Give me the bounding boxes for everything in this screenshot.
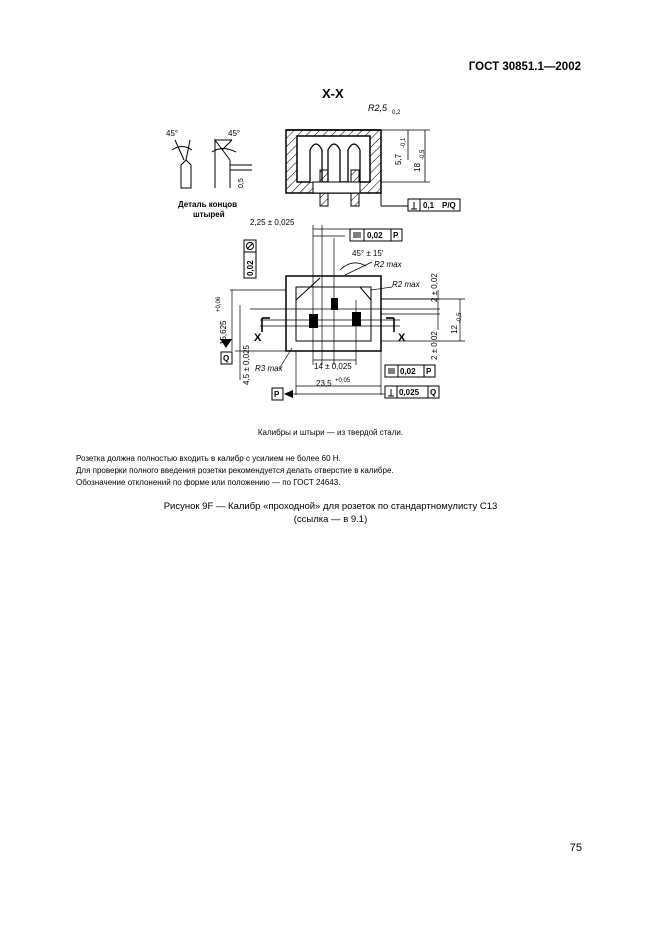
pos-tol: 0,02 (246, 260, 255, 276)
figure-caption: Рисунок 9F — Калибр «проходной» для розе… (0, 500, 661, 526)
perp-ref-bottom: Q (430, 388, 436, 397)
datum-p: P (274, 390, 280, 399)
perp-tol-bottom: 0,025 (399, 388, 420, 397)
dim-12-tol: -0,5 (457, 312, 463, 323)
perp-ref-top: P/Q (442, 201, 456, 210)
note-line-2: Для проверки полного введения розетки ре… (76, 466, 394, 475)
r3max-label: R3 max (255, 364, 284, 373)
caption-line-2: (ссылка — в 9.1) (293, 514, 368, 525)
dim-15-625-tol: +0,06 (216, 296, 222, 312)
note-line-3: Обозначение отклонений по форме или поло… (76, 478, 341, 487)
dim-2-bottom: 2 ± 0,02 (430, 331, 439, 360)
pin-left (309, 314, 318, 328)
sym-ref-top: P (393, 231, 399, 240)
radius-top-tol: 0,2 (392, 110, 401, 116)
dim-12: 12 (450, 325, 459, 334)
section-body (285, 129, 382, 207)
perp-tol-top: 0,1 (423, 201, 435, 210)
datum-p-box (271, 387, 284, 401)
standard-header: ГОСТ 30851.1—2002 (468, 61, 581, 73)
dim-23-5: 23,5 (316, 379, 332, 388)
dim-18: 18 (413, 163, 422, 172)
dim-0-5: 0,5 (238, 178, 245, 188)
r2max-label-1: R2 max (374, 260, 403, 269)
datum-q: Q (223, 354, 229, 363)
plan-outer (285, 275, 382, 352)
dim-2-top: 2 ± 0,02 (430, 273, 439, 302)
sym-frame-bottom (384, 364, 436, 378)
section-mark-left: X (254, 332, 262, 344)
perp-frame-bottom (384, 385, 440, 399)
angle-right: 45° (228, 129, 240, 138)
pin-right (352, 312, 361, 326)
pos-frame (243, 239, 257, 279)
angle-left: 45° (166, 129, 178, 138)
dim-5-7-tol: -0,1 (401, 137, 407, 148)
section-title: X-X (322, 86, 344, 101)
r2max-label-2: R2 max (392, 280, 421, 289)
pin-detail (171, 138, 252, 189)
dim-5-7: 5,7 (394, 153, 403, 165)
dim-23-5-tol: +0,05 (335, 378, 351, 384)
datum-q-box (220, 351, 233, 365)
dim-15-625: 15,625 (219, 320, 228, 345)
angle-45-15: 45° ± 15' (352, 249, 384, 258)
section-mark-right: X (398, 332, 406, 344)
dim-2-25: 2,25 ± 0,025 (250, 218, 295, 227)
sym-frame-top (349, 228, 403, 242)
dim-14: 14 ± 0,025 (314, 362, 352, 371)
detail-caption-1: Деталь концов (178, 200, 237, 209)
dim-18-tol: -0,5 (420, 149, 426, 160)
caption-line-1: Рисунок 9F — Калибр «проходной» для розе… (163, 501, 498, 512)
detail-caption-2: штырей (193, 210, 225, 219)
page-number: 75 (569, 842, 582, 854)
sym-tol-top: 0,02 (367, 231, 383, 240)
gauge-drawing: X-X R2,5 0,2 5,7 -0,1 18 -0,5 0,1 P/Q (166, 86, 465, 401)
radius-top-label: R2,5 (368, 103, 388, 113)
material-note: Калибры и штыри — из твердой стали. (257, 428, 404, 437)
pin-top (331, 298, 338, 310)
perp-frame-top (380, 193, 461, 212)
sym-tol-bottom: 0,02 (400, 367, 416, 376)
dim-4-5: 4,5 ± 0,025 (242, 344, 251, 385)
sym-ref-bottom: P (426, 367, 432, 376)
note-line-1: Розетка должна полностью входить в калиб… (76, 454, 341, 463)
